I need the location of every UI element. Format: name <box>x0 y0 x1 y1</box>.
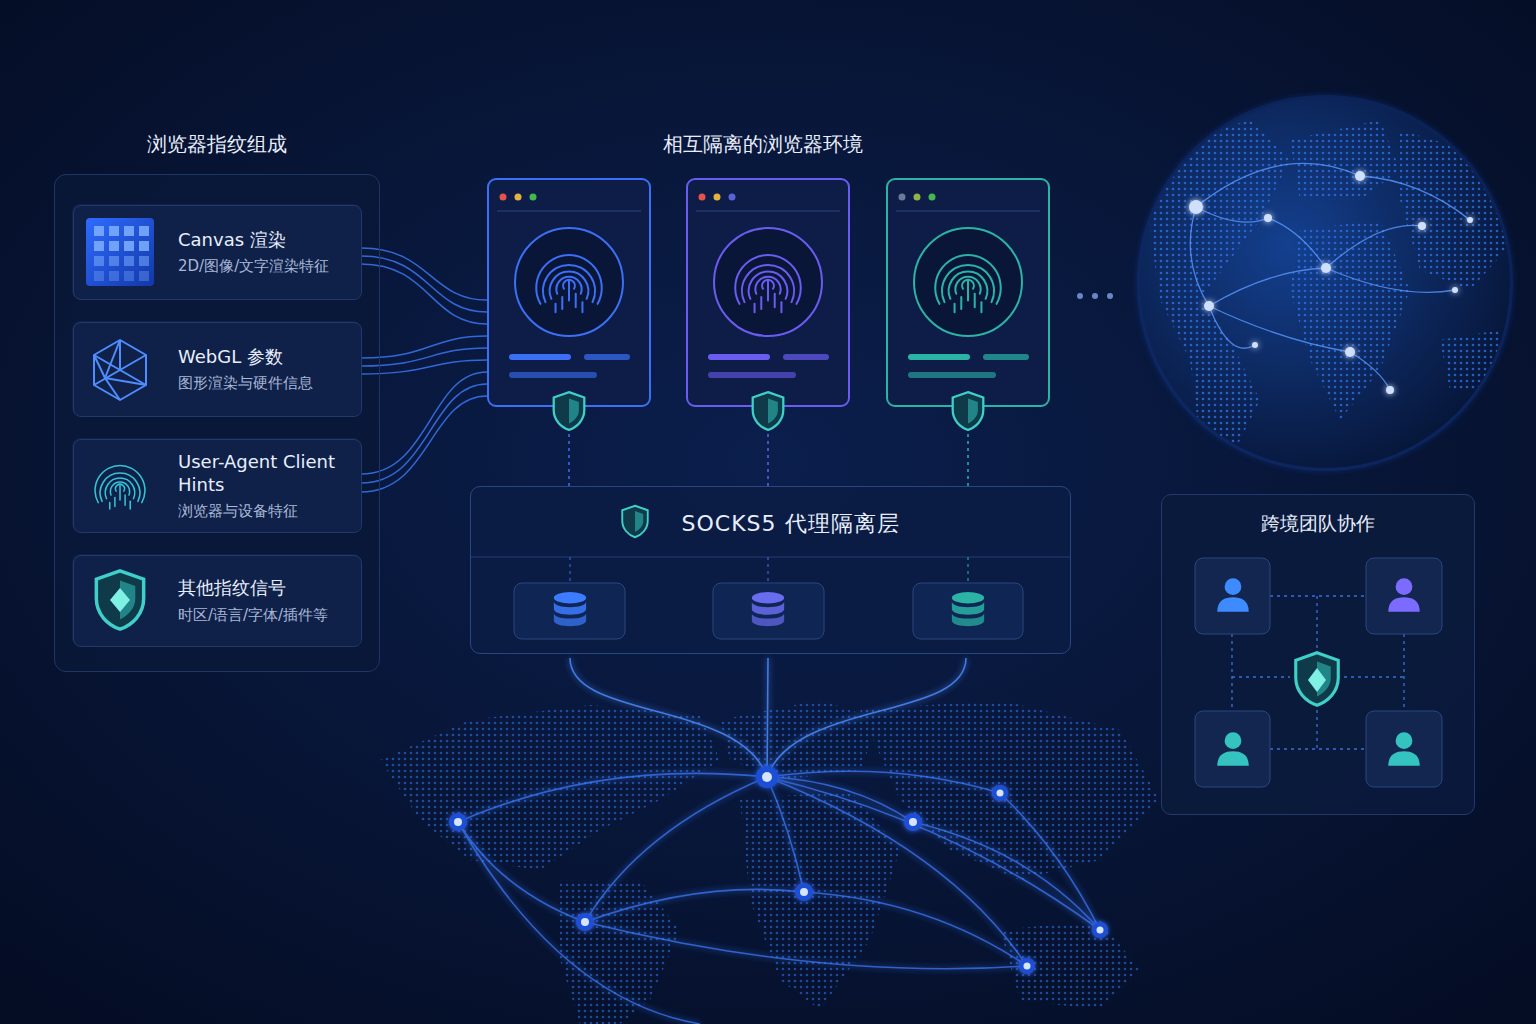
fingerprint-panel: 浏览器指纹组成Canvas 渲染2D/图像/文字渲染特征WebGL 参数图形渲染… <box>54 174 380 672</box>
card-subtitle: 浏览器与设备特征 <box>178 502 353 521</box>
panel-heading: 浏览器指纹组成 <box>55 131 379 158</box>
card-title: User-Agent Client Hints <box>178 451 348 496</box>
card-title: 其他指纹信号 <box>178 577 348 600</box>
card-subtitle: 2D/图像/文字渲染特征 <box>178 257 353 276</box>
panel-title: 跨境团队协作 <box>1162 511 1474 537</box>
layer-title: SOCKS5 代理隔离层 <box>511 509 1070 539</box>
section-title: 相互隔离的浏览器环境 <box>563 131 963 158</box>
card-title: Canvas 渲染 <box>178 229 348 252</box>
fingerprint-card: User-Agent Client Hints 浏览器与设备特征 <box>73 439 362 533</box>
team-panel: 跨境团队协作 <box>1161 494 1475 815</box>
card-subtitle: 时区/语言/字体/插件等 <box>178 606 353 625</box>
fingerprint-card: 其他指纹信号时区/语言/字体/插件等 <box>73 555 362 647</box>
card-subtitle: 图形渲染与硬件信息 <box>178 374 353 393</box>
fingerprint-card: WebGL 参数图形渲染与硬件信息 <box>73 322 362 417</box>
proxy-layer: SOCKS5 代理隔离层 <box>470 486 1071 654</box>
card-title: WebGL 参数 <box>178 346 348 369</box>
fingerprint-card: Canvas 渲染 2D/图像/文字渲染特征 <box>73 205 362 300</box>
